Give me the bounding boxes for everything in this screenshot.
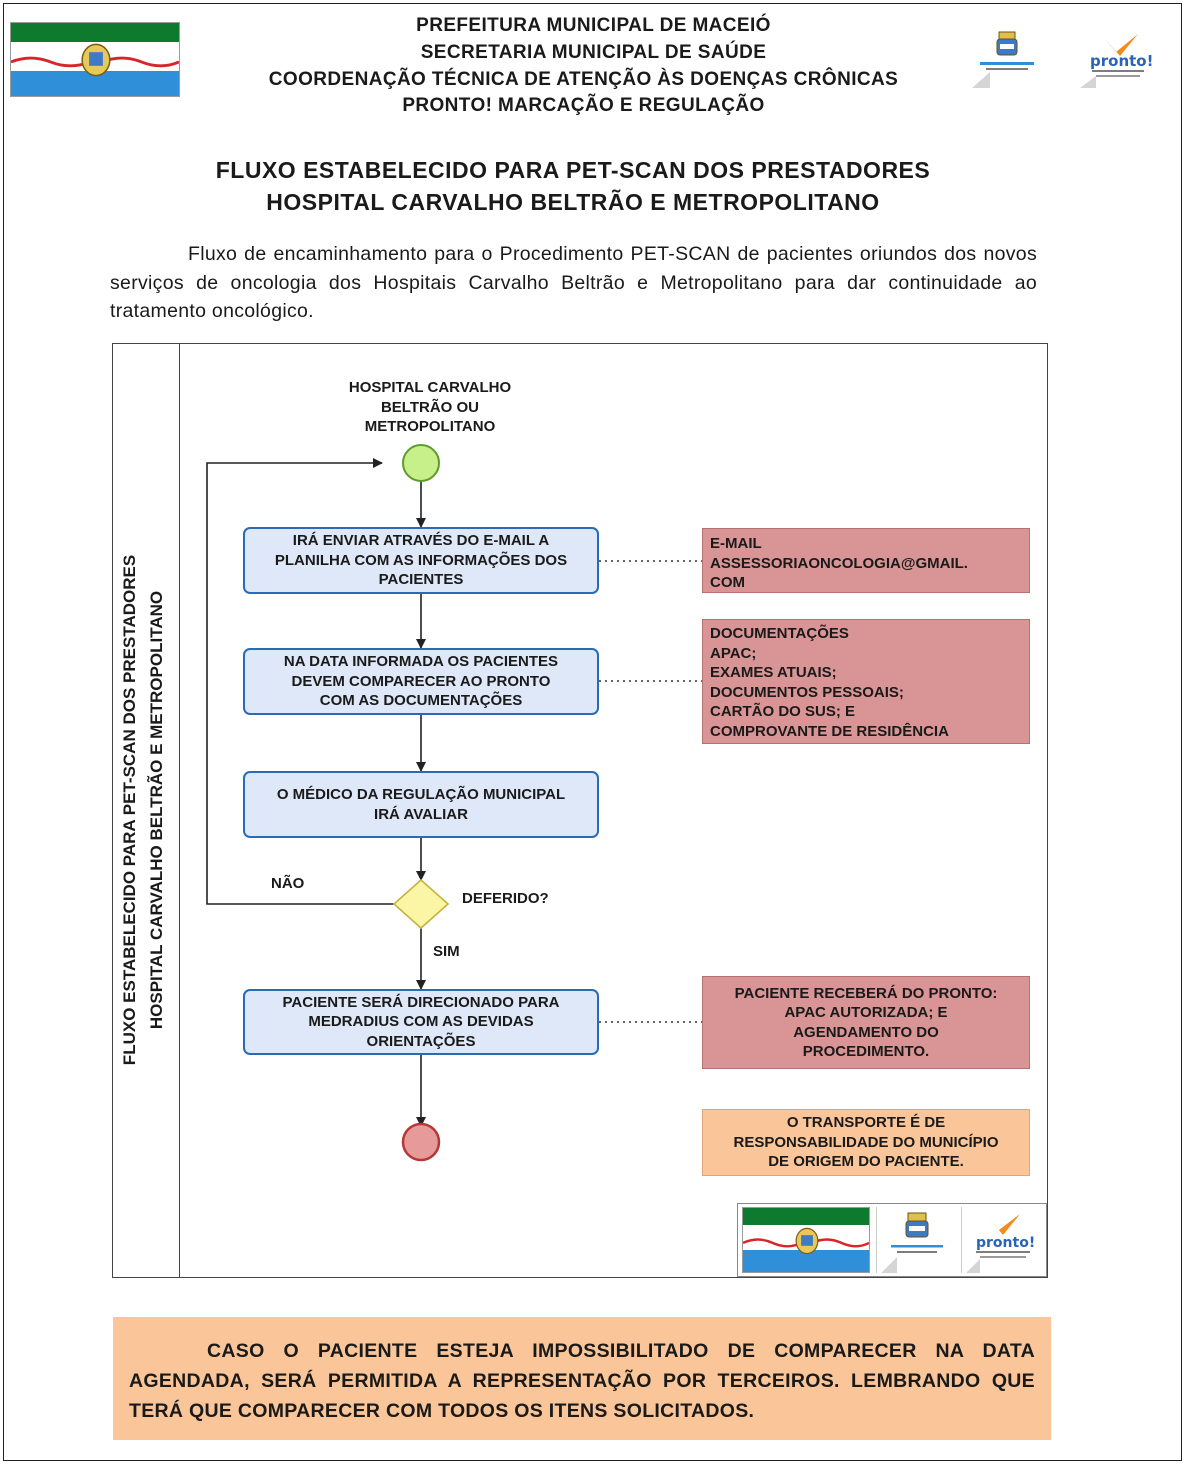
end-event — [401, 1122, 441, 1162]
task-attend-pronto-line-2: DEVEM COMPARECER AO PRONTO — [291, 672, 551, 690]
task-doctor-evaluate-line-2: IRÁ AVALIAR — [374, 805, 468, 823]
start-event — [402, 444, 440, 482]
note-documents-line-3: EXAMES ATUAIS; — [710, 664, 837, 681]
note-email-line-3: COM — [710, 574, 745, 591]
note-patient-receives: PACIENTE RECEBERÁ DO PRONTO: APAC AUTORI… — [702, 976, 1030, 1069]
decision-yes-label: SIM — [433, 943, 460, 960]
task-medradius-line-2: MEDRADIUS COM AS DEVIDAS — [308, 1013, 534, 1031]
task-send-email-line-1: IRÁ ENVIAR ATRAVÉS DO E-MAIL A — [292, 532, 550, 550]
maceio-flag-logo-small — [742, 1207, 870, 1273]
note-documents-line-4: DOCUMENTOS PESSOAIS; — [710, 683, 904, 701]
swimlane-header — [112, 343, 180, 1278]
note-documents-line-2: APAC; — [710, 644, 757, 662]
note-transport-line-2: RESPONSABILIDADE DO MUNICÍPIO — [733, 1133, 999, 1151]
flow-diagram — [112, 343, 1048, 1278]
representation-note: CASO O PACIENTE ESTEJA IMPOSSIBILITADO D… — [113, 1317, 1051, 1440]
task-medradius-line-1: PACIENTE SERÁ DIRECIONADO PARA — [282, 993, 560, 1011]
secretaria-saude-logo-small — [876, 1207, 957, 1273]
task-medradius-line-3: ORIENTAÇÕES — [366, 1032, 476, 1050]
start-label-line-3: METROPOLITANO — [364, 418, 496, 435]
page-title-line-2: HOSPITAL CARVALHO BELTRÃO E METROPOLITAN… — [266, 189, 880, 215]
note-patient-receives-line-3: AGENDAMENTO DO — [793, 1023, 939, 1041]
task-medradius: PACIENTE SERÁ DIRECIONADO PARA MEDRADIUS… — [243, 989, 599, 1055]
note-transport-line-3: DE ORIGEM DO PACIENTE. — [768, 1153, 964, 1171]
start-label-line-2: BELTRÃO OU — [380, 398, 480, 416]
task-doctor-evaluate-line-1: O MÉDICO DA REGULAÇÃO MUNICIPAL — [276, 786, 566, 803]
start-label-line-1: HOSPITAL CARVALHO — [348, 379, 512, 396]
task-doctor-evaluate: O MÉDICO DA REGULAÇÃO MUNICIPAL IRÁ AVAL… — [243, 771, 599, 838]
page-frame — [3, 3, 1182, 1461]
secretaria-saude-logo — [972, 28, 1042, 88]
pronto-logo-text: pronto! — [1090, 52, 1153, 70]
note-transport: O TRANSPORTE É DE RESPONSABILIDADE DO MU… — [702, 1109, 1030, 1176]
note-patient-receives-line-2: APAC AUTORIZADA; E — [784, 1004, 948, 1021]
note-patient-receives-line-1: PACIENTE RECEBERÁ DO PRONTO: — [734, 984, 998, 1002]
pronto-logo-small-text: pronto! — [976, 1235, 1035, 1251]
start-label: HOSPITAL CARVALHO BELTRÃO OU METROPOLITA… — [320, 378, 540, 437]
header-line-1: PREFEITURA MUNICIPAL DE MACEIÓ — [416, 15, 771, 36]
representation-note-text: CASO O PACIENTE ESTEJA IMPOSSIBILITADO D… — [129, 1340, 1035, 1422]
pronto-logo-small: pronto! — [961, 1207, 1044, 1273]
header-line-3: COORDENAÇÃO TÉCNICA DE ATENÇÃO ÀS DOENÇA… — [268, 69, 899, 90]
task-attend-pronto-line-3: COM AS DOCUMENTAÇÕES — [319, 692, 523, 710]
maceio-flag-logo — [10, 22, 180, 97]
note-documents-line-5: CARTÃO DO SUS; E — [710, 703, 856, 720]
task-attend-pronto-line-1: NA DATA INFORMADA OS PACIENTES — [283, 653, 559, 671]
intro-paragraph: Fluxo de encaminhamento para o Procedime… — [110, 240, 1037, 326]
note-documents-line-6: COMPROVANTE DE RESIDÊNCIA — [710, 722, 949, 740]
task-send-email-line-3: PACIENTES — [378, 571, 464, 589]
note-email-line-1: E-MAIL — [710, 535, 762, 552]
note-email-line-2: ASSESSORIAONCOLOGIA@GMAIL. — [710, 554, 968, 572]
note-documents-line-1: DOCUMENTAÇÕES — [710, 625, 849, 642]
task-send-email: IRÁ ENVIAR ATRAVÉS DO E-MAIL A PLANILHA … — [243, 527, 599, 594]
page-title-line-1: FLUXO ESTABELECIDO PARA PET-SCAN DOS PRE… — [215, 157, 931, 183]
header-line-4: PRONTO! MARCAÇÃO E REGULAÇÃO — [402, 95, 765, 116]
task-attend-pronto: NA DATA INFORMADA OS PACIENTES DEVEM COM… — [243, 648, 599, 715]
decision-no-label: NÃO — [271, 875, 305, 892]
intro-text: Fluxo de encaminhamento para o Procedime… — [110, 243, 1037, 322]
note-email: E-MAIL ASSESSORIAONCOLOGIA@GMAIL. COM — [702, 528, 1030, 593]
note-transport-line-1: O TRANSPORTE É DE — [786, 1114, 946, 1132]
note-documents: DOCUMENTAÇÕES APAC; EXAMES ATUAIS; DOCUM… — [702, 619, 1030, 744]
decision-gateway — [392, 878, 450, 930]
header-line-2: SECRETARIA MUNICIPAL DE SAÚDE — [420, 42, 767, 63]
task-send-email-line-2: PLANILHA COM AS INFORMAÇÕES DOS — [274, 551, 568, 569]
pronto-logo: pronto! — [1080, 30, 1160, 88]
decision-question: DEFERIDO? — [462, 890, 549, 907]
note-patient-receives-line-4: PROCEDIMENTO. — [802, 1043, 930, 1060]
